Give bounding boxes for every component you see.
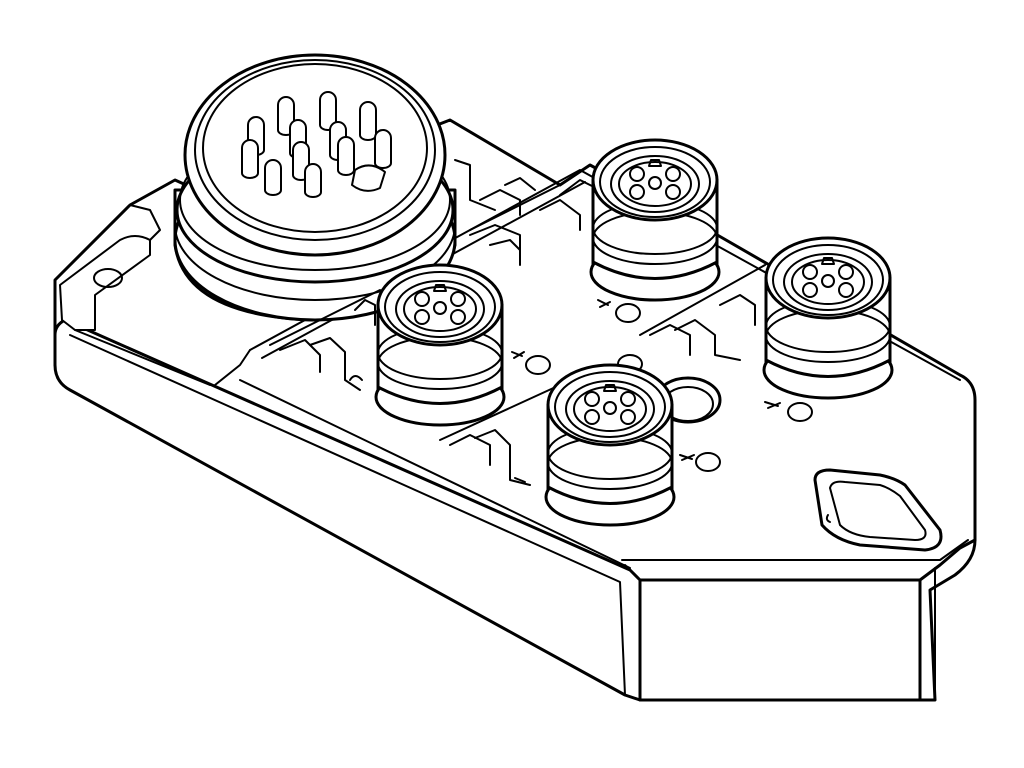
- socket-group: [374, 138, 894, 527]
- contact-hole: [629, 184, 645, 200]
- port-front-socket: [544, 363, 676, 527]
- contact-hole: [620, 391, 636, 407]
- contact-hole: [665, 166, 681, 182]
- contact-hole: [603, 401, 617, 415]
- contact-hole: [450, 309, 466, 325]
- contact-hole: [838, 264, 854, 280]
- contact-hole: [433, 301, 447, 315]
- contact-hole: [648, 176, 662, 190]
- status-markers: [349, 299, 813, 483]
- contact-hole: [821, 274, 835, 288]
- contact-hole: [414, 291, 430, 307]
- contact-hole: [629, 166, 645, 182]
- contact-hole: [414, 309, 430, 325]
- port-left-socket: [374, 263, 506, 427]
- contact-hole: [584, 409, 600, 425]
- contact-hole: [450, 291, 466, 307]
- contact-hole: [802, 264, 818, 280]
- contact-hole: [838, 282, 854, 298]
- contact-hole: [584, 391, 600, 407]
- contact-hole: [802, 282, 818, 298]
- contact-hole: [620, 409, 636, 425]
- port-back-socket: [589, 138, 721, 302]
- port-right-socket: [762, 236, 894, 400]
- port-guides: [269, 159, 766, 486]
- mounting-slot: [813, 468, 943, 552]
- contact-hole: [665, 184, 681, 200]
- connector-pins: [241, 91, 392, 198]
